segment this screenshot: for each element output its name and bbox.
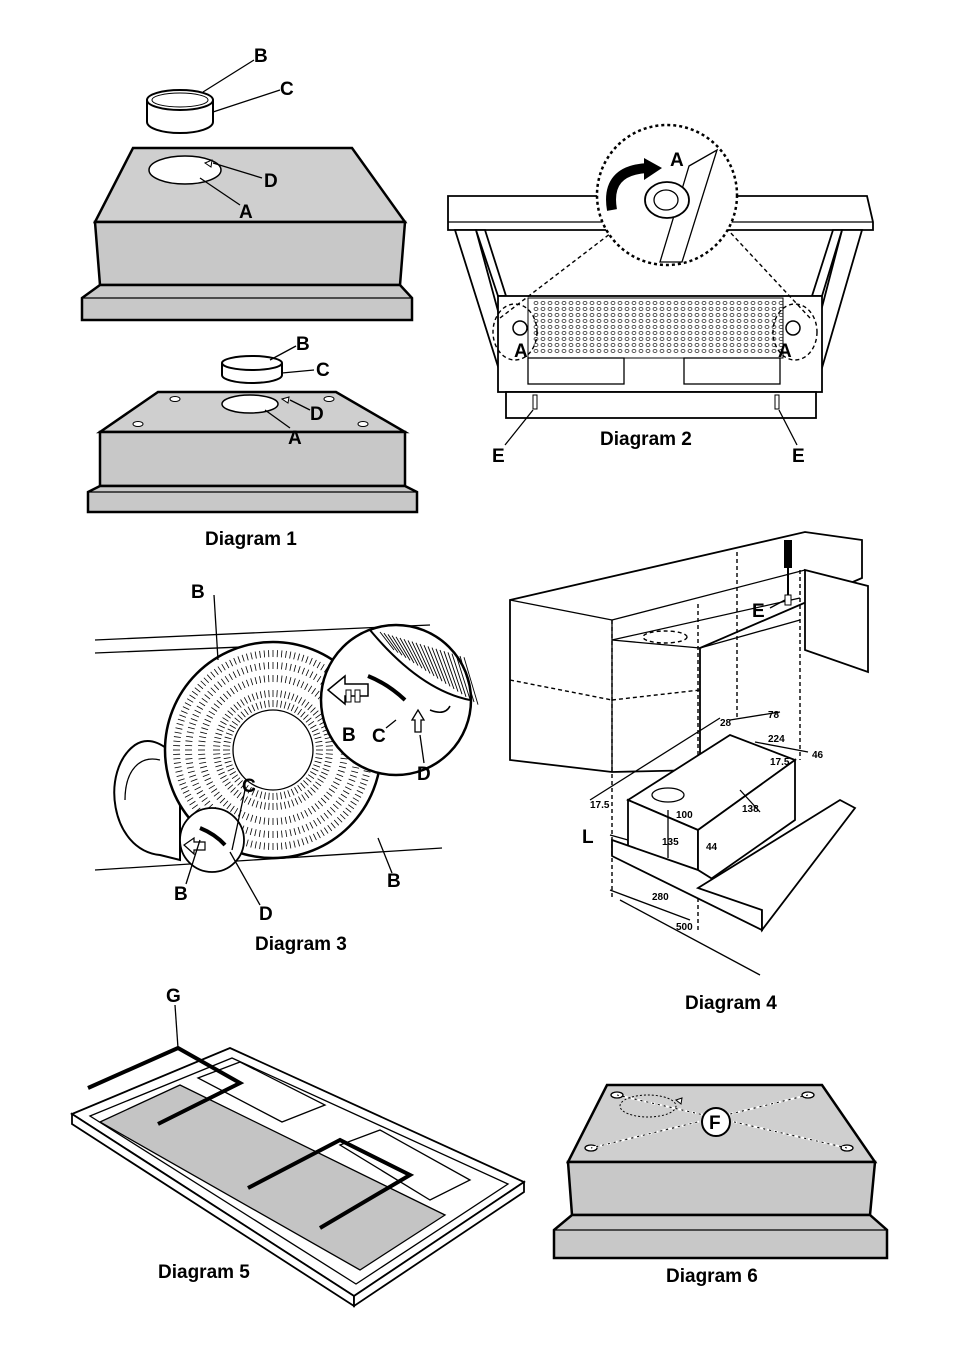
label-d: D: [264, 171, 278, 192]
diagram-6: F Diagram 6: [552, 1083, 889, 1287]
label-b: B: [254, 46, 268, 67]
diagram-2: A A A E E Diagram 2: [447, 123, 874, 467]
diagram-4: 28 78 224 46 17.5 17.5 100 138 135 44 28…: [509, 531, 869, 1014]
label-a: A: [778, 341, 792, 362]
dim-17-5: 17.5: [770, 757, 790, 768]
zoom-detail: [595, 123, 739, 267]
hood-upper: [80, 146, 414, 322]
dim-44: 44: [706, 842, 718, 853]
label-e: E: [492, 446, 505, 467]
label-b: B: [191, 582, 205, 603]
label-e: E: [752, 601, 765, 622]
label-c: C: [372, 726, 386, 747]
zoom-detail: [319, 623, 479, 777]
diagram-2-caption: Diagram 2: [600, 429, 692, 450]
triangle-marker: [203, 159, 213, 168]
label-b: B: [296, 334, 310, 355]
label-b: B: [174, 884, 188, 905]
filter-mat: [98, 1084, 447, 1271]
diagram-3: B B C D C B B D Diagram 3: [94, 582, 479, 955]
collar-lower: [221, 355, 283, 384]
dim-46: 46: [812, 750, 824, 761]
diagram-5-caption: Diagram 5: [158, 1262, 250, 1283]
label-a: A: [670, 150, 684, 171]
diagram-1-caption: Diagram 1: [205, 529, 297, 550]
dim-500: 500: [676, 922, 693, 933]
label-c: C: [316, 360, 330, 381]
label-c: C: [280, 79, 294, 100]
label-b: B: [387, 871, 401, 892]
label-d: D: [417, 764, 431, 785]
dim-138: 138: [742, 804, 759, 815]
label-f: F: [709, 1113, 721, 1134]
dim-224: 224: [768, 734, 785, 745]
diagram-1: B C D A B C D A D: [80, 46, 419, 550]
dim-78: 78: [768, 710, 780, 721]
dim-280: 280: [652, 892, 669, 903]
vent-hole: [221, 394, 279, 414]
label-a: A: [288, 428, 302, 449]
diagram-6-caption: Diagram 6: [666, 1266, 758, 1287]
filter-grille: [533, 301, 784, 353]
dim-100: 100: [676, 810, 693, 821]
label-g: G: [166, 986, 181, 1007]
label-d: D: [259, 904, 273, 925]
label-l: L: [582, 827, 594, 848]
dim-28: 28: [720, 718, 732, 729]
collar-upper: [146, 89, 214, 134]
label-a: A: [239, 202, 253, 223]
label-d: D: [310, 404, 324, 425]
vent-hole: [148, 155, 222, 185]
label-b: B: [342, 725, 356, 746]
dim-135: 135: [662, 837, 679, 848]
label-c: C: [242, 776, 256, 797]
label-a: A: [514, 341, 528, 362]
diagram-3-caption: Diagram 3: [255, 934, 347, 955]
diagram-5: G Diagram 5: [70, 986, 526, 1308]
dim-17-5: 17.5: [590, 800, 610, 811]
diagram-4-caption: Diagram 4: [685, 993, 777, 1014]
label-e: E: [792, 446, 805, 467]
hood-lower: [86, 390, 419, 514]
